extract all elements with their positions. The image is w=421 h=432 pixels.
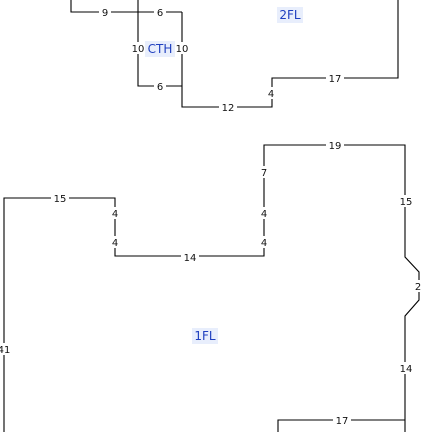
room-label-1fl: 1FL — [194, 329, 216, 343]
room-labels: 2FL CTH 1FL — [145, 7, 303, 344]
dim-notch-left-4b: 4 — [112, 238, 118, 249]
dim-left-15: 15 — [54, 194, 67, 205]
dim-cth-left-10: 10 — [132, 44, 145, 55]
dim-notch-right-4a: 4 — [261, 209, 267, 220]
dim-top-9: 9 — [102, 8, 108, 19]
dim-bottom-17: 17 — [336, 416, 349, 427]
room-label-cth: CTH — [148, 42, 173, 56]
dim-middle-14: 14 — [184, 253, 197, 264]
room-label-2fl: 2FL — [279, 8, 301, 22]
dim-bottom-12: 12 — [222, 103, 235, 114]
dim-notch-left-4a: 4 — [112, 209, 118, 220]
dimension-labels: 9 6 10 10 6 12 4 17 19 7 4 4 15 4 4 14 1 — [0, 6, 421, 427]
dim-step-4: 4 — [268, 89, 274, 100]
dim-top-19: 19 — [329, 141, 342, 152]
dim-left-41: 41 — [0, 345, 10, 356]
dim-right-15: 15 — [400, 197, 413, 208]
dim-right-14: 14 — [400, 364, 413, 375]
first-floor-walls — [3, 144, 420, 432]
dim-right-17: 17 — [329, 74, 342, 85]
wall-first-floor-outline — [3, 144, 420, 432]
dim-notch-right-4b: 4 — [261, 238, 267, 249]
dim-cth-right-10: 10 — [176, 44, 189, 55]
wall-cth-left — [137, 0, 182, 87]
dim-top-6: 6 — [157, 8, 163, 19]
wall-top-left — [70, 0, 182, 13]
second-floor-walls — [70, 0, 399, 108]
dim-cth-bottom-6: 6 — [157, 82, 163, 93]
wall-bottom-right — [277, 419, 405, 432]
dim-bay-2: 2 — [415, 282, 421, 293]
dim-left-7: 7 — [261, 168, 267, 179]
